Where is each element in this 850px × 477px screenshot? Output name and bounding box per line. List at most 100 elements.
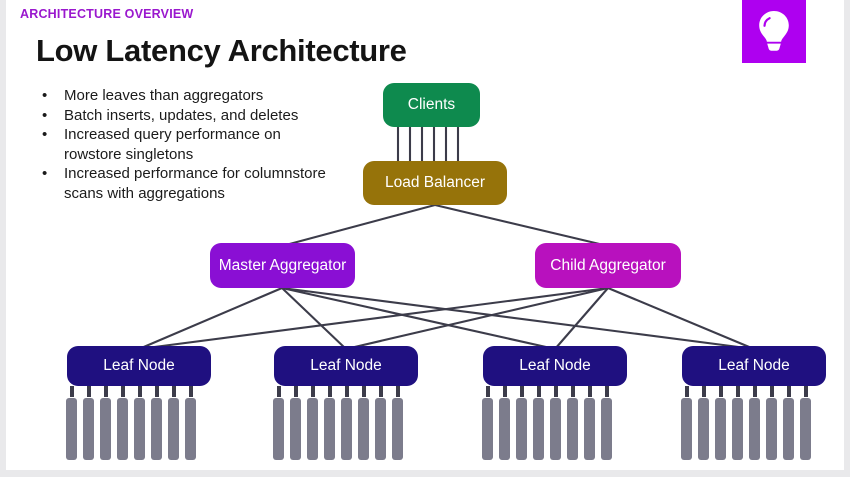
list-item-label: Batch inserts, updates, and deletes <box>64 106 299 124</box>
leaf-bar <box>732 398 743 460</box>
leaf-bar <box>800 398 811 460</box>
leaf-stub <box>753 386 757 397</box>
node-label: Load Balancer <box>385 174 485 191</box>
leaf-stub <box>362 386 366 397</box>
leaf-stub <box>520 386 524 397</box>
node-clients[interactable]: Clients <box>383 83 480 127</box>
leaf-stub <box>70 386 74 397</box>
leaf-2-bars <box>273 398 403 460</box>
slide-eyebrow: ARCHITECTURE OVERVIEW <box>20 7 194 21</box>
leaf-bar <box>307 398 318 460</box>
leaf-bar <box>601 398 612 460</box>
leaf-stub <box>172 386 176 397</box>
leaf-stub <box>588 386 592 397</box>
edge-child-leaf2 <box>345 286 609 351</box>
edge-child-leaf3 <box>554 287 609 350</box>
edge-master-leaf2 <box>281 287 347 350</box>
leaf-stub <box>503 386 507 397</box>
leaf-bar <box>273 398 284 460</box>
lightbulb-icon <box>759 10 789 51</box>
leaf-bar <box>681 398 692 460</box>
node-load-balancer[interactable]: Load Balancer <box>363 161 507 205</box>
leaf-stub <box>345 386 349 397</box>
diagram-edges <box>138 127 755 351</box>
list-item: • Increased query performance on rowstor… <box>34 125 334 164</box>
node-leaf-1[interactable]: Leaf Node <box>67 346 211 386</box>
node-label: Clients <box>407 96 456 113</box>
leaf-bar <box>516 398 527 460</box>
leaf-bar <box>151 398 162 460</box>
leaf-stub <box>294 386 298 397</box>
leaf-stub <box>685 386 689 397</box>
lightbulb-badge <box>742 0 806 63</box>
leaf-stub <box>87 386 91 397</box>
edge-master-leaf1 <box>138 287 283 350</box>
leaf-bar <box>358 398 369 460</box>
edge-child-leaf1 <box>138 286 609 351</box>
leaf-stub <box>605 386 609 397</box>
edge-lb-master <box>281 203 436 248</box>
leaf-bar <box>324 398 335 460</box>
leaf-stub <box>719 386 723 397</box>
leaf-bar <box>100 398 111 460</box>
architecture-diagram: Clients Load Balancer Master Aggregator … <box>6 0 844 470</box>
leaf-stub <box>121 386 125 397</box>
bullet-dot-icon: • <box>42 165 48 182</box>
leaf-bar <box>375 398 386 460</box>
leaf-bar <box>482 398 493 460</box>
node-label: Leaf Node <box>519 357 591 374</box>
leaf-bar <box>499 398 510 460</box>
leaf-4-bars <box>681 398 811 460</box>
page-title: Low Latency Architecture <box>36 33 407 68</box>
leaf-stub <box>804 386 808 397</box>
leaf-stub <box>189 386 193 397</box>
list-item: • More leaves than aggregators <box>34 86 334 106</box>
leaf-bar <box>134 398 145 460</box>
leaf-stub <box>155 386 159 397</box>
slide-canvas: ARCHITECTURE OVERVIEW Low Latency Archit… <box>6 0 844 470</box>
edge-master-leaf3 <box>281 286 556 351</box>
leaf-bar <box>783 398 794 460</box>
list-item-label: Increased query performance on rowstore … <box>64 126 281 163</box>
node-child-aggregator[interactable]: Child Aggregator <box>535 243 681 288</box>
node-label: Leaf Node <box>310 357 382 374</box>
bullet-dot-icon: • <box>42 87 48 104</box>
leaf-bar <box>550 398 561 460</box>
node-leaf-2[interactable]: Leaf Node <box>274 346 418 386</box>
leaf-stub <box>311 386 315 397</box>
node-label: Leaf Node <box>718 357 790 374</box>
leaf-stub <box>736 386 740 397</box>
edge-lb-child <box>434 203 609 248</box>
edge-child-leaf4 <box>607 287 755 350</box>
leaf-bar <box>392 398 403 460</box>
node-leaf-3[interactable]: Leaf Node <box>483 346 627 386</box>
leaf-bar <box>698 398 709 460</box>
node-leaf-4[interactable]: Leaf Node <box>682 346 826 386</box>
list-item-label: More leaves than aggregators <box>64 87 264 104</box>
list-item-label: Increased performance for columnstore sc… <box>64 165 326 202</box>
leaf-stub <box>396 386 400 397</box>
leaf-stub <box>702 386 706 397</box>
leaf-bar <box>117 398 128 460</box>
leaf-bar <box>290 398 301 460</box>
leaf-stub <box>787 386 791 397</box>
leaf-stub <box>554 386 558 397</box>
leaf-bar <box>168 398 179 460</box>
leaf-bar <box>185 398 196 460</box>
leaf-stub <box>537 386 541 397</box>
node-master-aggregator[interactable]: Master Aggregator <box>210 243 355 288</box>
bullet-dot-icon: • <box>42 106 48 124</box>
leaf-bar <box>567 398 578 460</box>
leaf-stub <box>571 386 575 397</box>
edge-master-leaf4 <box>281 286 755 351</box>
leaf-bar <box>749 398 760 460</box>
leaf-stub <box>486 386 490 397</box>
leaf-bar <box>715 398 726 460</box>
leaf-stub <box>770 386 774 397</box>
node-label: Child Aggregator <box>550 257 666 274</box>
bullet-list: • More leaves than aggregators • Batch i… <box>34 86 334 203</box>
leaf-stub <box>277 386 281 397</box>
leaf-3-bars <box>482 398 612 460</box>
leaf-bar <box>584 398 595 460</box>
leaf-bar <box>83 398 94 460</box>
